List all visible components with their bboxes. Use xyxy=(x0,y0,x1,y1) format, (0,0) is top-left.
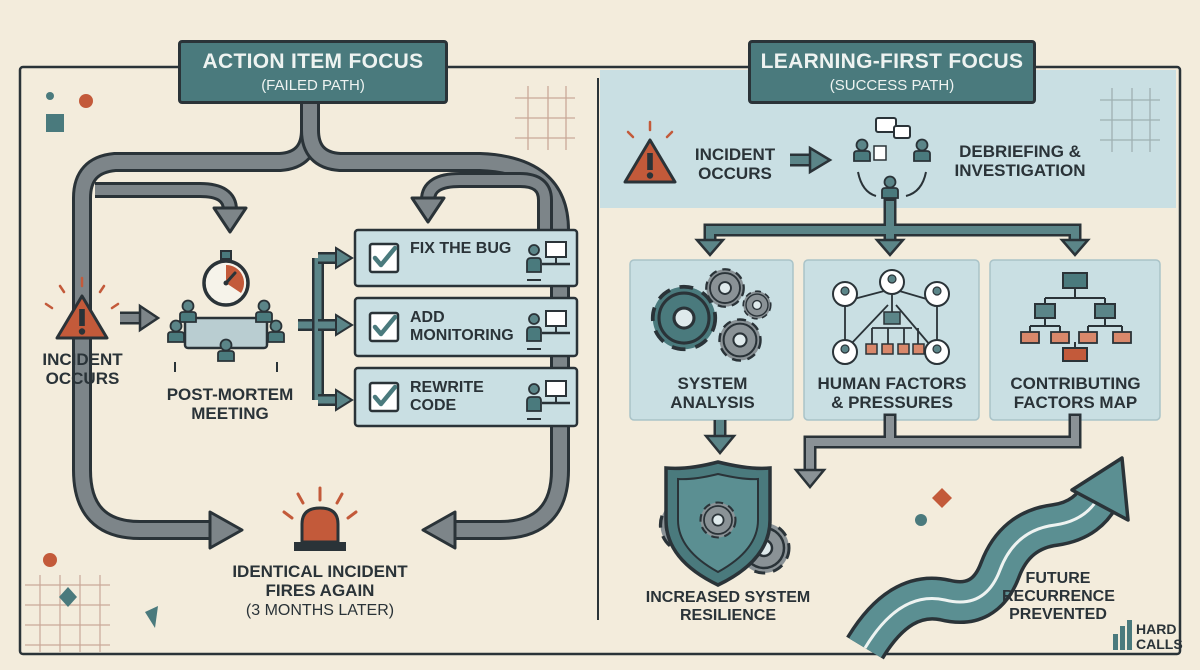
banner-learning-first-focus: LEARNING-FIRST FOCUS (SUCCESS PATH) xyxy=(748,40,1036,104)
left-warning-icon xyxy=(44,276,120,340)
repeat-incident-note: (3 MONTHS LATER) xyxy=(245,602,395,619)
arrow-icon xyxy=(703,434,737,455)
task-label-fix-bug: FIX THE BUG xyxy=(410,240,512,257)
decor-dot xyxy=(46,92,54,100)
decor-triangle xyxy=(145,606,158,628)
rising-trend-arrow xyxy=(846,456,1130,660)
system-analysis-label: SYSTEM ANALYSIS xyxy=(670,374,755,413)
decor-grid-bottom-left xyxy=(25,575,110,652)
decor-grid-top-left xyxy=(515,86,575,150)
debrief-label: DEBRIEFING & INVESTIGATION xyxy=(954,142,1086,181)
factors-tree-icon xyxy=(1020,272,1132,362)
checkbox-icon xyxy=(370,313,398,341)
brand-logo-bars xyxy=(1113,620,1132,650)
decor-diamond xyxy=(932,488,952,508)
banner-subtitle: (FAILED PATH) xyxy=(261,77,365,94)
prevented-label: FUTURE RECURRENCE PREVENTED xyxy=(1002,570,1115,623)
shield-gear-icon xyxy=(658,460,791,587)
task-card-add-monitoring xyxy=(353,296,579,358)
right-warning-icon xyxy=(623,120,677,184)
banner-action-item-focus: ACTION ITEM FOCUS (FAILED PATH) xyxy=(178,40,448,104)
checkbox-icon xyxy=(370,383,398,411)
brand-line-2: CALLS xyxy=(1136,635,1183,652)
task-label-rewrite-code: REWRITE CODE xyxy=(410,379,484,414)
task-card-fix-bug xyxy=(353,228,579,288)
banner-subtitle: (SUCCESS PATH) xyxy=(829,77,955,94)
task-label-add-monitoring: ADD MONITORING xyxy=(410,309,514,344)
arrow-icon xyxy=(808,145,833,175)
decor-diamond xyxy=(59,587,77,607)
decor-dot xyxy=(43,553,57,567)
task-card-rewrite-code xyxy=(353,366,579,428)
fan-out-arrows xyxy=(694,198,1091,257)
meeting-illustration xyxy=(167,250,285,372)
siren-icon xyxy=(282,486,358,551)
left-loop-arrows xyxy=(72,100,570,550)
left-incident-label: INCIDENT OCCURS xyxy=(42,350,123,389)
brand-line-1: HARD xyxy=(1136,621,1177,637)
banner-title: LEARNING-FIRST FOCUS xyxy=(760,50,1024,73)
right-incident-label: INCIDENT OCCURS xyxy=(694,145,776,184)
brand-logo: HARD CALLS xyxy=(1136,622,1186,651)
decor-dot xyxy=(79,94,93,108)
decor-square xyxy=(46,114,64,132)
human-factors-label: HUMAN FACTORS & PRESSURES xyxy=(817,374,967,413)
task-branch-connector xyxy=(298,246,354,412)
banner-title: ACTION ITEM FOCUS xyxy=(202,50,424,73)
meeting-label: POST-MORTEM MEETING xyxy=(166,385,294,424)
human-network-icon xyxy=(832,269,950,365)
repeat-incident-label: IDENTICAL INCIDENT FIRES AGAIN xyxy=(232,562,408,601)
merge-arrows xyxy=(793,413,1082,489)
contributing-factors-label: CONTRIBUTING FACTORS MAP xyxy=(1010,374,1141,413)
arrow-icon xyxy=(138,303,161,333)
checkbox-icon xyxy=(370,244,398,272)
decor-grid-top-right xyxy=(1100,88,1160,152)
decor-dot xyxy=(915,514,927,526)
debrief-group-illustration xyxy=(853,117,931,199)
resilience-label: INCREASED SYSTEM RESILIENCE xyxy=(645,589,811,624)
stopwatch-icon xyxy=(202,250,250,307)
